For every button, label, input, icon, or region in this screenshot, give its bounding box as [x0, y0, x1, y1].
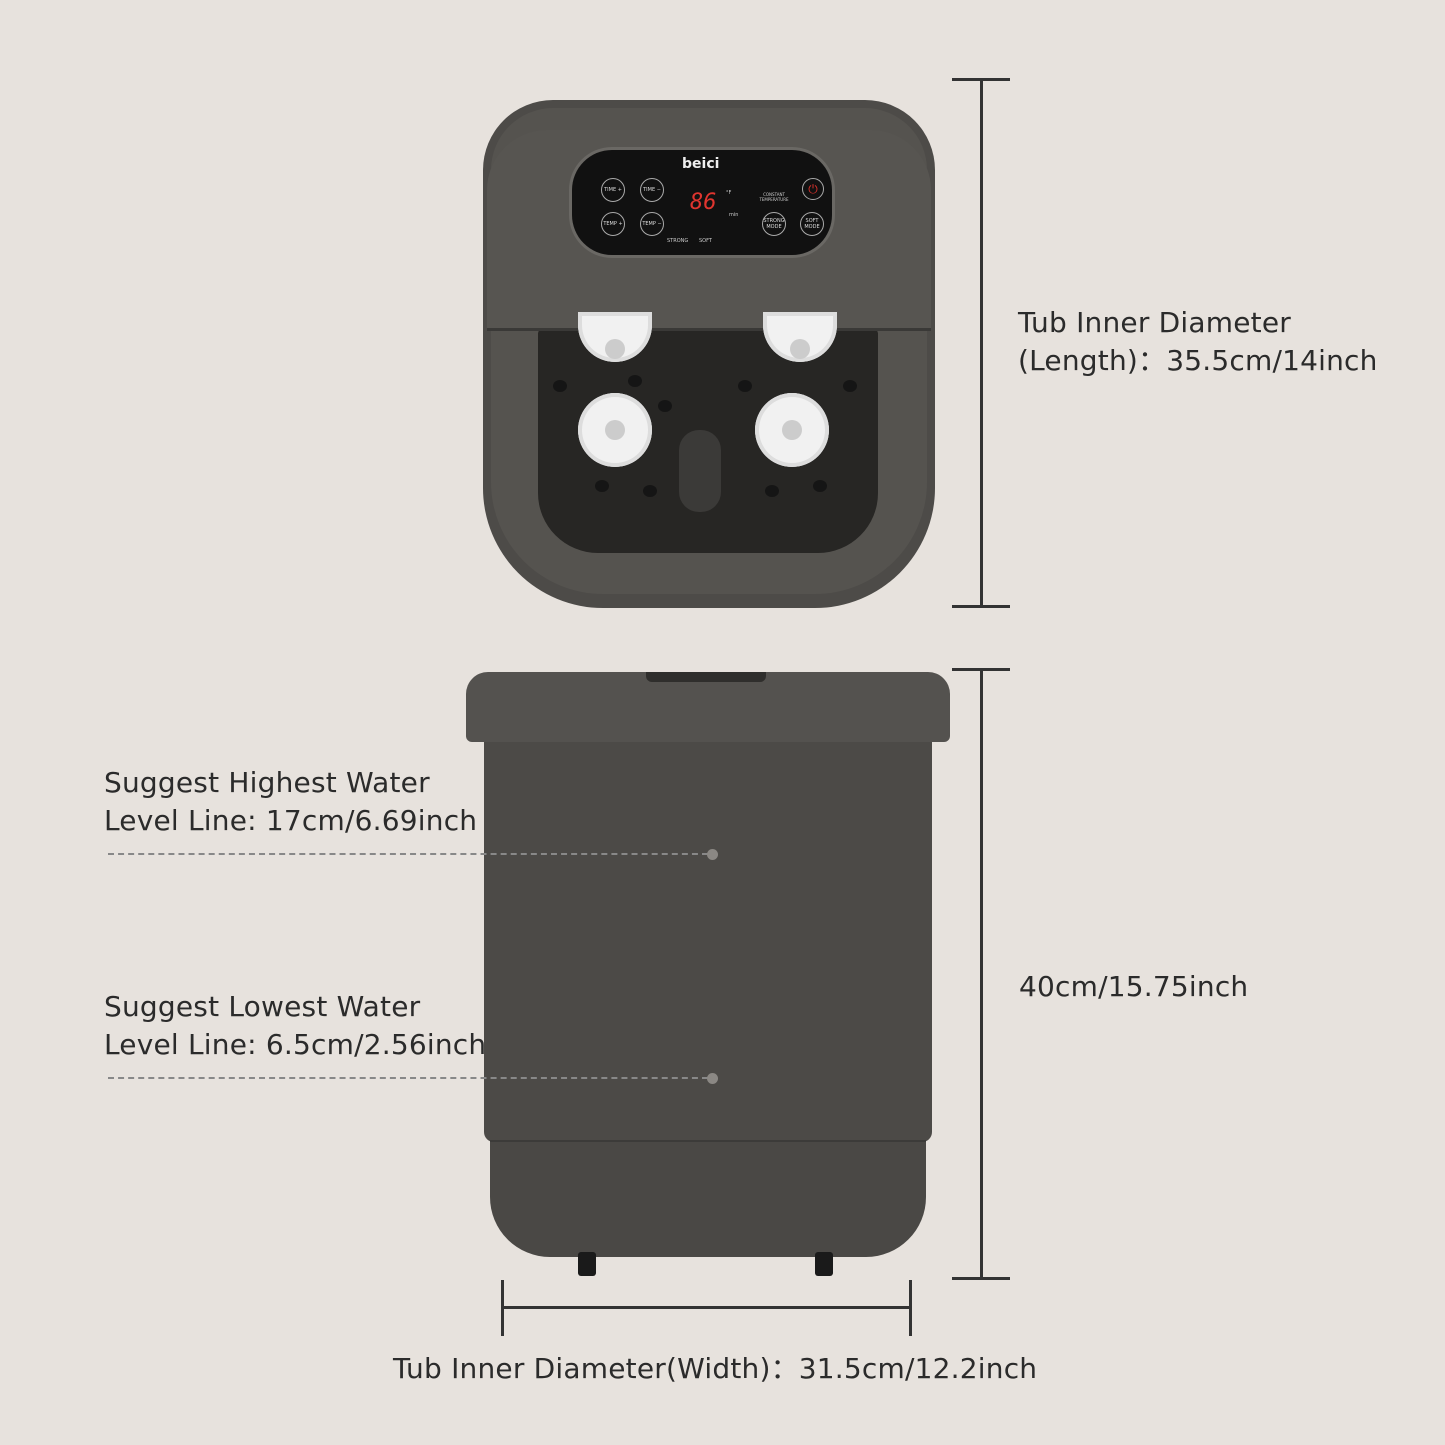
lowest-water-marker [707, 1073, 718, 1084]
massage-roller [578, 393, 652, 467]
temp-minus-button[interactable]: TEMP − [640, 212, 664, 236]
led-display: 86 [690, 190, 717, 215]
lowest-water-dashed-line [108, 1077, 708, 1079]
time-plus-button[interactable]: TIME + [601, 178, 625, 202]
strong-mode-button[interactable]: STRONG MODE [762, 212, 786, 236]
height-dimension-line [980, 670, 983, 1280]
constant-temperature-label: CONSTANT TEMPERATURE [759, 192, 789, 202]
wheel [815, 1252, 833, 1276]
lowest-water-line1: Suggest Lowest Water [104, 990, 421, 1023]
temp-plus-button[interactable]: TEMP + [601, 212, 625, 236]
lowest-water-line2: Level Line: 6.5cm/2.56inch [104, 1028, 487, 1061]
highest-water-label: Suggest Highest Water Level Line: 17cm/6… [104, 764, 477, 840]
highest-water-line1: Suggest Highest Water [104, 766, 430, 799]
length-label: Tub Inner Diameter (Length)：35.5cm/14inc… [1018, 304, 1378, 380]
top-view-foot-spa: beici TIME + TIME − TEMP + TEMP − 86 °F … [483, 100, 935, 608]
strong-indicator: STRONG [667, 238, 689, 244]
brand-logo: beici [682, 156, 720, 172]
highest-water-dashed-line [108, 853, 708, 855]
wheel [578, 1252, 596, 1276]
soft-indicator: SOFT [699, 238, 712, 244]
highest-water-line2: Level Line: 17cm/6.69inch [104, 804, 478, 837]
lowest-water-label: Suggest Lowest Water Level Line: 6.5cm/2… [104, 988, 486, 1064]
power-button[interactable]: ⏻ [802, 178, 824, 200]
control-panel: beici TIME + TIME − TEMP + TEMP − 86 °F … [572, 150, 832, 255]
width-label: Tub Inner Diameter(Width)：31.5cm/12.2inc… [393, 1352, 1038, 1385]
width-dimension-line [503, 1306, 911, 1309]
highest-water-marker [707, 849, 718, 860]
massage-roller [755, 393, 829, 467]
length-label-line2: (Length)：35.5cm/14inch [1018, 344, 1378, 377]
side-view-foot-spa [466, 672, 950, 1282]
height-label: 40cm/15.75inch [1019, 970, 1249, 1003]
length-dimension-line [980, 80, 983, 608]
unit-minutes: min [729, 212, 739, 218]
length-label-line1: Tub Inner Diameter [1018, 306, 1291, 339]
time-minus-button[interactable]: TIME − [640, 178, 664, 202]
unit-fahrenheit: °F [726, 190, 732, 196]
center-massage-pad [679, 430, 721, 512]
soft-mode-button[interactable]: SOFT MODE [800, 212, 824, 236]
